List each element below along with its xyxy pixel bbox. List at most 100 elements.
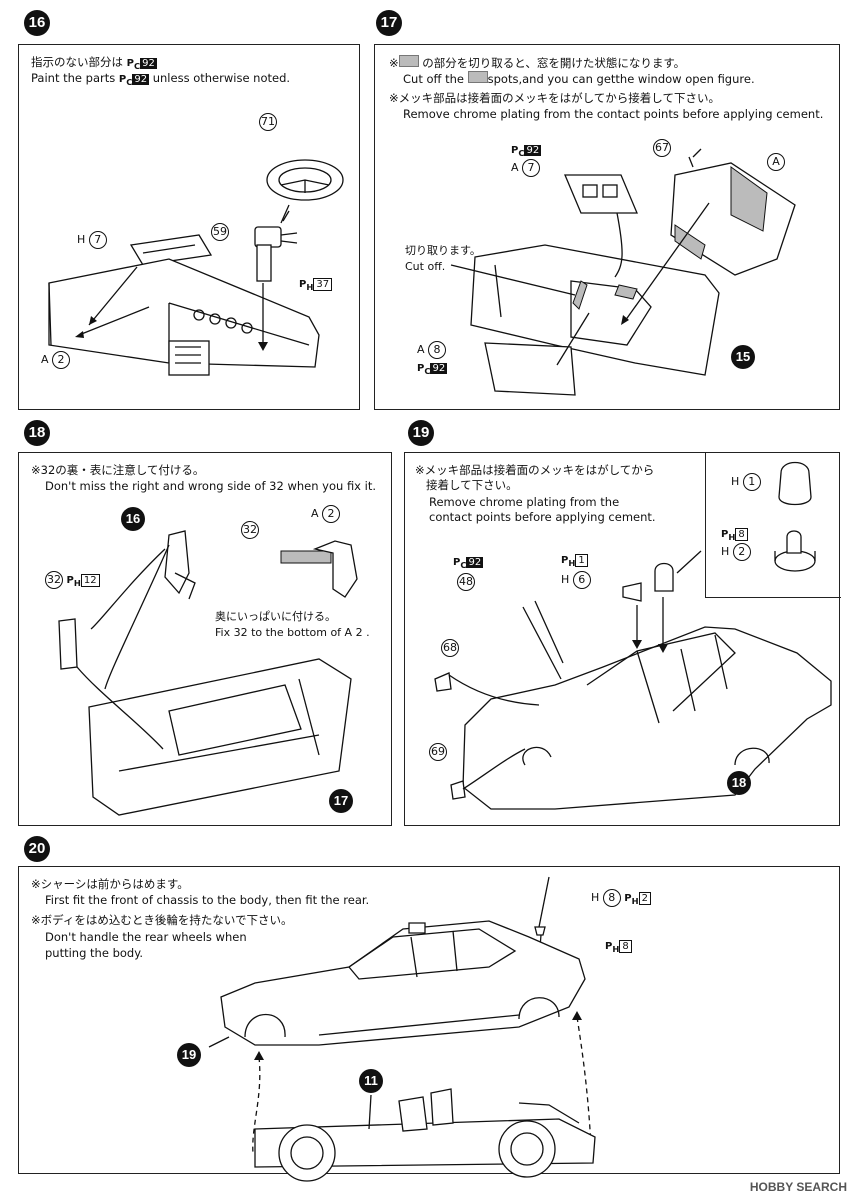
part-number: 8 [602, 889, 621, 907]
step-18-note-en: Don't miss the right and wrong side of 3… [45, 479, 376, 494]
subassembly-19-badge: 19 [177, 1043, 201, 1067]
part-48-label: 48 [457, 573, 475, 591]
part-number: 32 [45, 571, 63, 589]
fix-jp: 奥にいっぱいに付ける。 [215, 610, 336, 623]
step-19-number: 19 [408, 420, 434, 446]
part-letter: A [511, 161, 519, 174]
paint-number: 92 [430, 363, 448, 374]
step-18-number: 18 [24, 420, 50, 446]
part-59-number: 59 [211, 223, 229, 241]
step-18-note-jp: ※32の裏・表に注意して付ける。 [31, 463, 205, 477]
part-h6-label: H 6 [561, 571, 591, 589]
part-letter: H [77, 233, 86, 246]
note-jp: シャーシは前からはめます。 [40, 877, 189, 891]
fix-en: Fix 32 to the bottom of A 2 . [215, 626, 370, 639]
part-number: 32 [241, 521, 259, 539]
floor-illustration [58, 530, 358, 816]
part-a8-label: A 8 [417, 341, 447, 359]
part-16-label: 16 [121, 507, 145, 531]
part-number: 6 [572, 571, 591, 589]
step-19-panel: ※メッキ部品は接着面のメッキをはがしてから 接着して下さい。 Remove ch… [404, 452, 841, 826]
part-a-label: A [767, 153, 785, 171]
note-jp: メッキ部品は接着面のメッキをはがしてから接着して下さい。 [398, 91, 720, 105]
paint-number: 37 [313, 278, 333, 291]
part-h2-label: H 2 [721, 543, 751, 561]
paint-code: 92 [140, 58, 157, 69]
step-17-note2-en: Remove chrome plating from the contact p… [403, 107, 823, 122]
step-17-panel: ※ の部分を切り取ると、窓を開けた状態になります。 Cut off the sp… [374, 44, 840, 410]
part-h7-label: H 7 [77, 231, 107, 249]
part-a2-label: A 2 [41, 351, 71, 369]
note-en-post: spots,and you can getthe window open fig… [487, 72, 755, 86]
part-letter: A [417, 343, 425, 356]
step-17-note2-jp: ※メッキ部品は接着面のメッキをはがしてから接着して下さい。 [389, 91, 720, 105]
note-jp: ボディをはめ込むとき後輪を持たないで下さい。 [40, 913, 293, 927]
step-19-note-jp: ※メッキ部品は接着面のメッキをはがしてから 接着して下さい。 [415, 463, 655, 492]
part-letter: A [767, 153, 785, 171]
note-jp: 指示のない部分は [31, 55, 123, 69]
dashboard-illustration [48, 159, 344, 376]
subassembly-18-badge: 18 [727, 771, 751, 795]
part-number: 67 [653, 139, 671, 157]
part-number: 48 [457, 573, 475, 591]
part-letter: H [561, 573, 570, 586]
part-letter: H [731, 475, 740, 488]
note-en-pre: Paint the parts [31, 71, 116, 85]
interior-illustration [450, 148, 796, 396]
note-en-pre: Cut off the [403, 72, 464, 86]
step-20-note1-jp: ※シャーシは前からはめます。 [31, 877, 189, 891]
part-59-label: 59 [211, 223, 229, 241]
part-letter: H [721, 545, 730, 558]
step-17-number: 17 [376, 10, 402, 36]
note-jp-1: メッキ部品は接着面のメッキをはがしてから [424, 463, 655, 477]
part-letter: A [311, 507, 319, 520]
part-number: 16 [121, 507, 145, 531]
part-number: 2 [52, 351, 71, 369]
part-a2-label: A 2 [311, 505, 341, 523]
paint-number: 1 [575, 554, 588, 567]
part-letter: H [591, 891, 600, 904]
note-en-1: Remove chrome plating from the [429, 495, 620, 509]
paint-number: 8 [619, 940, 632, 953]
part-number: 7 [88, 231, 107, 249]
part-number: 1 [742, 473, 761, 491]
part-h1-label: H 1 [731, 473, 761, 491]
subassembly-11-badge: 11 [359, 1069, 383, 1093]
paint-number: 92 [524, 145, 542, 156]
step-17-note1-en: Cut off the spots,and you can getthe win… [403, 71, 755, 87]
note-en: Don't miss the right and wrong side of 3… [45, 479, 377, 493]
note-en: Remove chrome plating from the contact p… [403, 107, 824, 121]
part-69-label: 69 [429, 743, 447, 761]
subassembly-17-badge: 17 [329, 789, 353, 813]
subassembly-15-badge: 15 [731, 345, 755, 369]
beacon-detail-inset [705, 453, 841, 598]
note-en-2: putting the body. [45, 946, 144, 960]
fix-note: 奥にいっぱいに付ける。 Fix 32 to the bottom of A 2 . [215, 609, 370, 641]
paint-code: 92 [132, 74, 150, 85]
note-en-post: unless otherwise noted. [152, 71, 291, 85]
step-17-note1-jp: ※ の部分を切り取ると、窓を開けた状態になります。 [389, 55, 686, 70]
paint-number: 2 [638, 892, 651, 905]
final-assembly-illustration [208, 876, 596, 1182]
part-number: 7 [522, 159, 541, 177]
part-letter: A [41, 353, 49, 366]
part-number: 2 [732, 543, 751, 561]
step-20-note2-jp: ※ボディをはめ込むとき後輪を持たないで下さい。 [31, 913, 293, 927]
part-71-number: 71 [259, 113, 277, 131]
part-71-label: 71 [259, 113, 277, 131]
part-number: 2 [322, 505, 341, 523]
car-body-illustration [434, 461, 832, 810]
paint-number: 12 [80, 574, 100, 587]
cut-off-note: 切り取ります。Cut off. [405, 243, 481, 275]
part-number: 8 [428, 341, 447, 359]
part-32-label-top: 32 [241, 521, 259, 539]
